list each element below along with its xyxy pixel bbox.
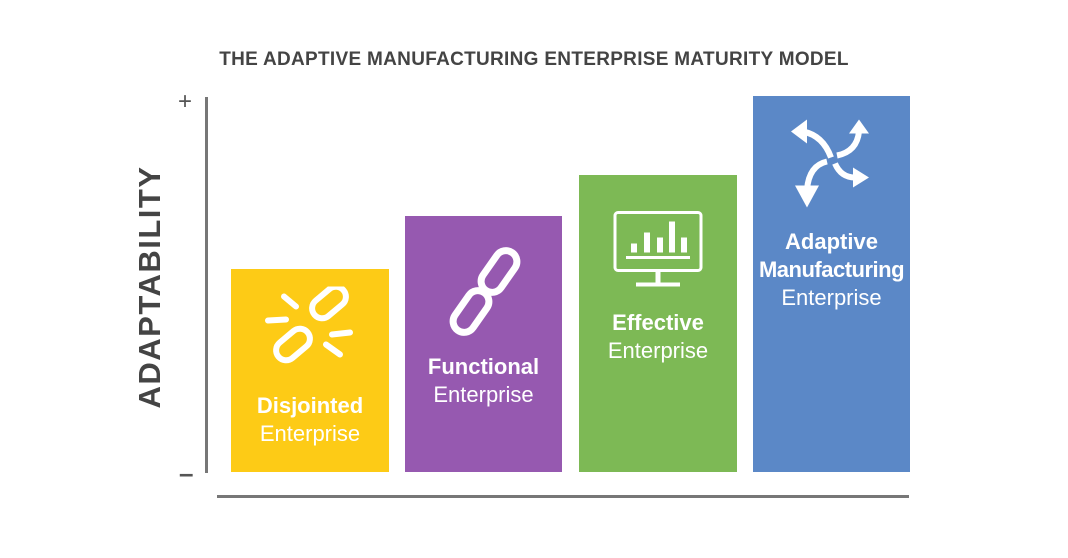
bar-disjointed-enterprise: Disjointed Enterprise xyxy=(231,269,389,472)
chain-link-icon xyxy=(444,247,524,342)
bar-adaptive-manufacturing-enterprise: Adaptive Manufacturing Enterprise xyxy=(753,96,910,472)
x-axis-line xyxy=(217,495,909,498)
bar-label-sub: Enterprise xyxy=(259,421,361,446)
bar-effective-enterprise: Effective Enterprise xyxy=(579,175,737,472)
bar-label-bold: Functional xyxy=(427,354,540,379)
bar-label-bold: Effective xyxy=(612,310,704,335)
bar-label-sub: Enterprise xyxy=(433,382,534,407)
bar-functional-enterprise: Functional Enterprise xyxy=(405,216,562,472)
y-axis-max-label: + xyxy=(178,88,193,115)
bar-label-bold: Disjointed xyxy=(256,393,364,418)
broken-chain-icon xyxy=(260,283,360,372)
y-axis-label: ADAPTABILITY xyxy=(132,165,167,409)
y-axis-line xyxy=(205,97,208,473)
bar-label-bold-line-2: Manufacturing xyxy=(758,257,905,282)
bar-label-sub: Enterprise xyxy=(781,285,882,310)
y-axis-min-label: – xyxy=(179,458,194,488)
bar-label-sub: Enterprise xyxy=(607,338,709,363)
diagram-title: THE ADAPTIVE MANUFACTURING ENTERPRISE MA… xyxy=(219,49,849,70)
monitor-chart-icon xyxy=(612,210,704,295)
arrows-outward-icon xyxy=(787,118,877,215)
bar-label-bold-line-1: Adaptive xyxy=(785,229,878,254)
